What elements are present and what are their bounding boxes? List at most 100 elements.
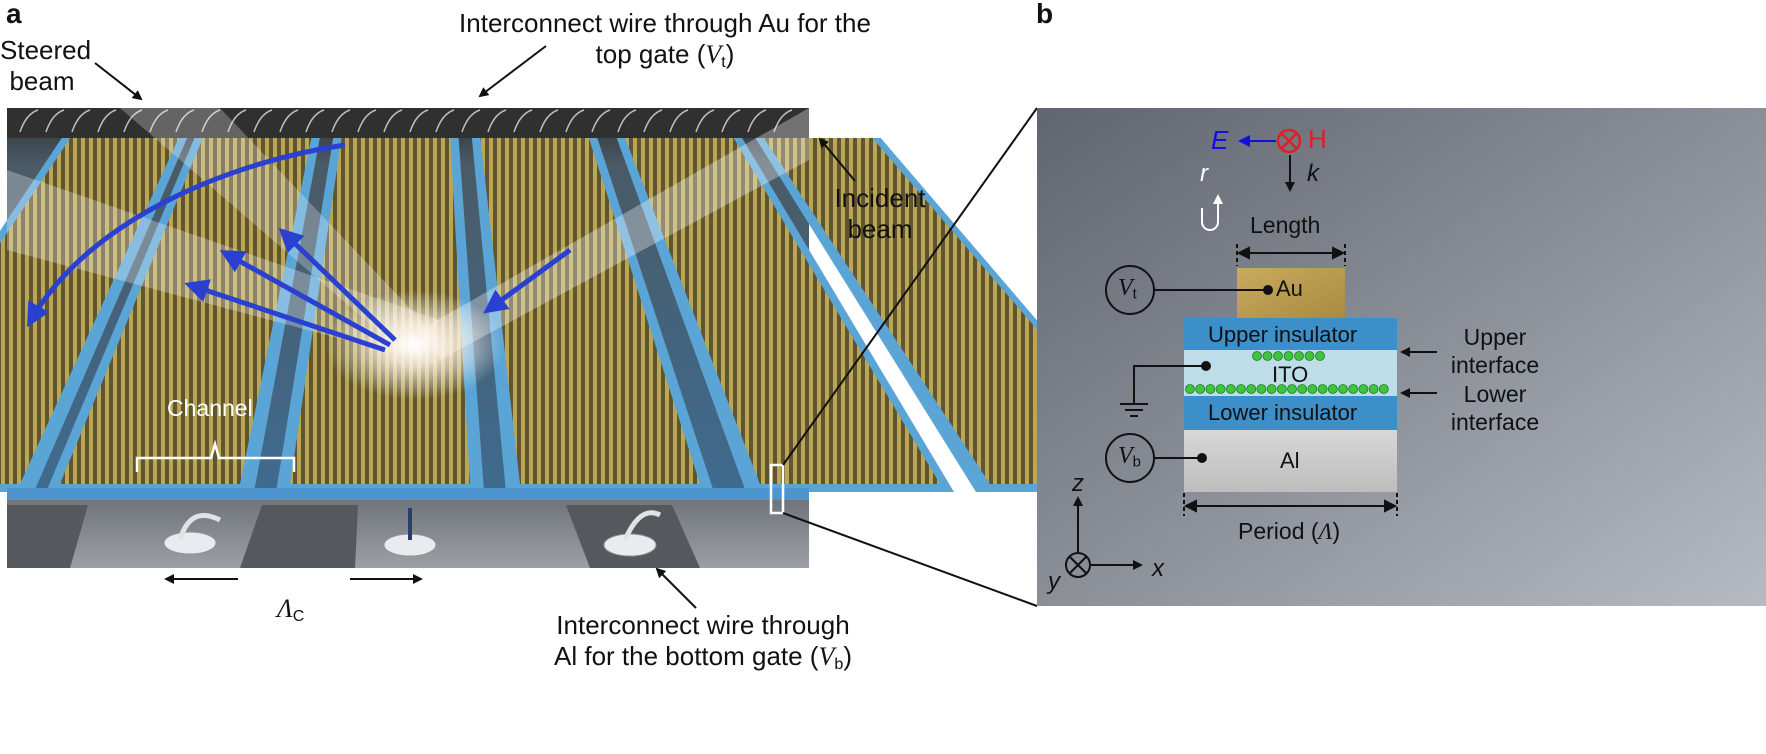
top-wire-line2-text: top gate ( (595, 39, 706, 69)
charge-dot (1283, 351, 1294, 361)
top-wire (747, 109, 767, 133)
panel-a-letter: a (6, 0, 22, 29)
charge-dot (1266, 384, 1277, 394)
al-label: Al (1280, 448, 1300, 473)
au-label: Au (1276, 276, 1303, 301)
charge-dot (1304, 351, 1315, 361)
h-field-label: H (1308, 124, 1327, 154)
top-wire (175, 109, 195, 133)
panel-b-letter: b (1036, 0, 1054, 29)
vt-label: Vt (1118, 274, 1137, 303)
top-wire (591, 109, 611, 133)
period-symbol: Λ (1318, 519, 1333, 544)
top-wire (71, 109, 91, 133)
charge-dot (1368, 384, 1379, 394)
top-wire (97, 109, 117, 133)
top-wire-subscript: t (721, 53, 726, 72)
vt-subscript: t (1132, 286, 1137, 303)
vb-subscript: b (1132, 454, 1141, 471)
lambda-subscript: C (292, 607, 305, 626)
panel-b-schematic (1037, 108, 1766, 606)
top-wire (201, 109, 221, 133)
gold-grating (60, 138, 312, 484)
top-wire (409, 109, 429, 133)
r-label: r (1200, 160, 1208, 187)
top-wire-symbol: V (705, 40, 722, 69)
charge-dot (1205, 384, 1216, 394)
ito-label: ITO (1272, 362, 1309, 387)
charge-dot (1315, 351, 1325, 361)
top-wire (565, 109, 585, 133)
zoom-lines (782, 107, 1038, 607)
charge-dot (1273, 351, 1283, 361)
top-wire (19, 109, 39, 133)
top-wire (773, 109, 793, 133)
charge-dot (1307, 384, 1318, 394)
top-wire (253, 109, 273, 133)
bottom-wire-subscript: b (834, 655, 844, 674)
y-axis-label: y (1048, 568, 1060, 595)
period-close: ) (1332, 518, 1341, 544)
charge-dot (1338, 384, 1348, 394)
e-field-label: E (1211, 125, 1229, 155)
charge-dot (1327, 384, 1338, 394)
channel-label: Channel (167, 395, 253, 421)
top-wire (539, 109, 559, 133)
charge-dot (1348, 384, 1359, 394)
panel-a-callout-arrows (94, 45, 856, 609)
length-label: Length (1250, 212, 1321, 238)
top-wire (383, 109, 403, 133)
bottom-wire-line1: Interconnect wire through (556, 610, 850, 640)
top-wire (149, 109, 169, 133)
k-label: k (1307, 160, 1319, 187)
top-wire (357, 109, 377, 133)
top-wire (279, 109, 299, 133)
steered-beam-label: Steered beam (0, 35, 92, 96)
top-wire (487, 109, 507, 133)
lower-interface-label: Lower interface (1450, 381, 1540, 435)
panel-a-illustration (0, 108, 1184, 568)
lower-insulator-layer (1184, 396, 1397, 430)
period-label: Period (Λ) (1238, 518, 1340, 545)
upper-insulator-layer (1184, 318, 1397, 350)
lambda-symbol: Λ (277, 594, 293, 623)
period-text: Period ( (1238, 518, 1319, 544)
top-wire (617, 109, 637, 133)
charge-dot (1215, 384, 1226, 394)
upper-interface-label: Upper interface (1450, 324, 1540, 378)
top-wire (227, 109, 247, 133)
bottom-wire-close: ) (843, 641, 852, 671)
charge-dot (1236, 384, 1246, 394)
charge-dot (1252, 351, 1262, 361)
top-wire (695, 109, 715, 133)
top-wire (669, 109, 689, 133)
charge-dot (1256, 384, 1267, 394)
bottom-wire-line2: Al for the bottom gate (Vb) (548, 641, 858, 680)
bottom-wire-line2-text: Al for the bottom gate ( (554, 641, 819, 671)
bottom-wire-label: Interconnect wire through Al for the bot… (548, 610, 858, 680)
upper-insulator-label: Upper insulator (1208, 322, 1358, 347)
incident-beam-label: Incident beam (834, 183, 926, 244)
al-layer (1184, 430, 1397, 492)
top-wire (643, 109, 663, 133)
lambda-c-label: ΛC (277, 593, 304, 632)
gold-grating (0, 138, 179, 484)
gold-grating (625, 138, 940, 484)
top-wire-label: Interconnect wire through Au for the top… (445, 8, 885, 78)
charge-accumulation-dots (1185, 351, 1389, 394)
lower-insulator-label: Lower insulator (1208, 400, 1358, 425)
top-wire (513, 109, 533, 133)
vt-symbol: V (1118, 275, 1133, 301)
top-wire (45, 109, 65, 133)
charge-dot (1262, 351, 1273, 361)
charge-dot (1195, 384, 1206, 394)
top-wire (123, 109, 143, 133)
top-wire (435, 109, 455, 133)
vb-symbol: V (1118, 443, 1133, 469)
charge-dot (1246, 384, 1257, 394)
charge-dot (1276, 384, 1287, 394)
charge-dot (1378, 384, 1389, 394)
bottom-wire-symbol: V (818, 642, 835, 671)
charge-dot (1294, 351, 1304, 361)
